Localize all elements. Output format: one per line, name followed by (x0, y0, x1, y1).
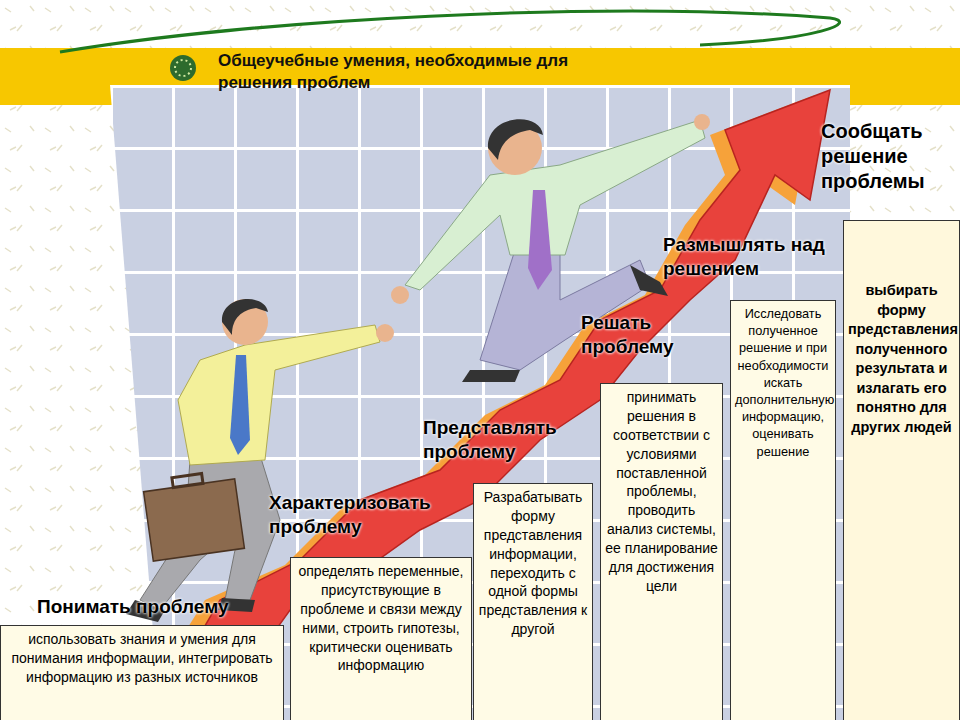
green-curve (60, 11, 840, 52)
step-box: Размышлять над решениемИсследовать получ… (730, 300, 836, 720)
step-heading: Представлять проблему (423, 416, 588, 464)
step-box: Сообщать решение проблемывыбирать форму … (843, 220, 960, 720)
step-heading: Характеризовать проблему (269, 491, 479, 539)
step-description: принимать решения в соответствии с услов… (601, 384, 722, 600)
bullet-icon (170, 55, 196, 81)
climbing-man (391, 114, 710, 382)
step-description: Исследовать полученное решение и при нео… (731, 301, 835, 464)
step-heading: Размышлять над решением (663, 233, 841, 281)
step-box: Решать проблемупринимать решения в соотв… (600, 383, 723, 720)
step-heading: Сообщать решение проблемы (821, 119, 959, 194)
step-description: использовать знания и умения для пониман… (1, 626, 283, 691)
step-heading: Решать проблему (581, 311, 701, 359)
diagram-title: Общеучебные умения, необходимые для реше… (218, 50, 618, 94)
step-box: Представлять проблемуРазрабатывать форму… (473, 483, 593, 720)
step-box: Характеризовать проблемуопределять перем… (290, 557, 472, 720)
step-heading: Понимать проблему (37, 595, 287, 619)
step-box: Понимать проблемуиспользовать знания и у… (0, 625, 284, 720)
step-description: Разрабатывать форму представления информ… (474, 484, 592, 643)
bullet-icon-dots (175, 60, 191, 76)
step-description: определять переменные, присутствующие в … (291, 558, 471, 679)
step-description: выбирать форму представления полученного… (844, 221, 959, 442)
